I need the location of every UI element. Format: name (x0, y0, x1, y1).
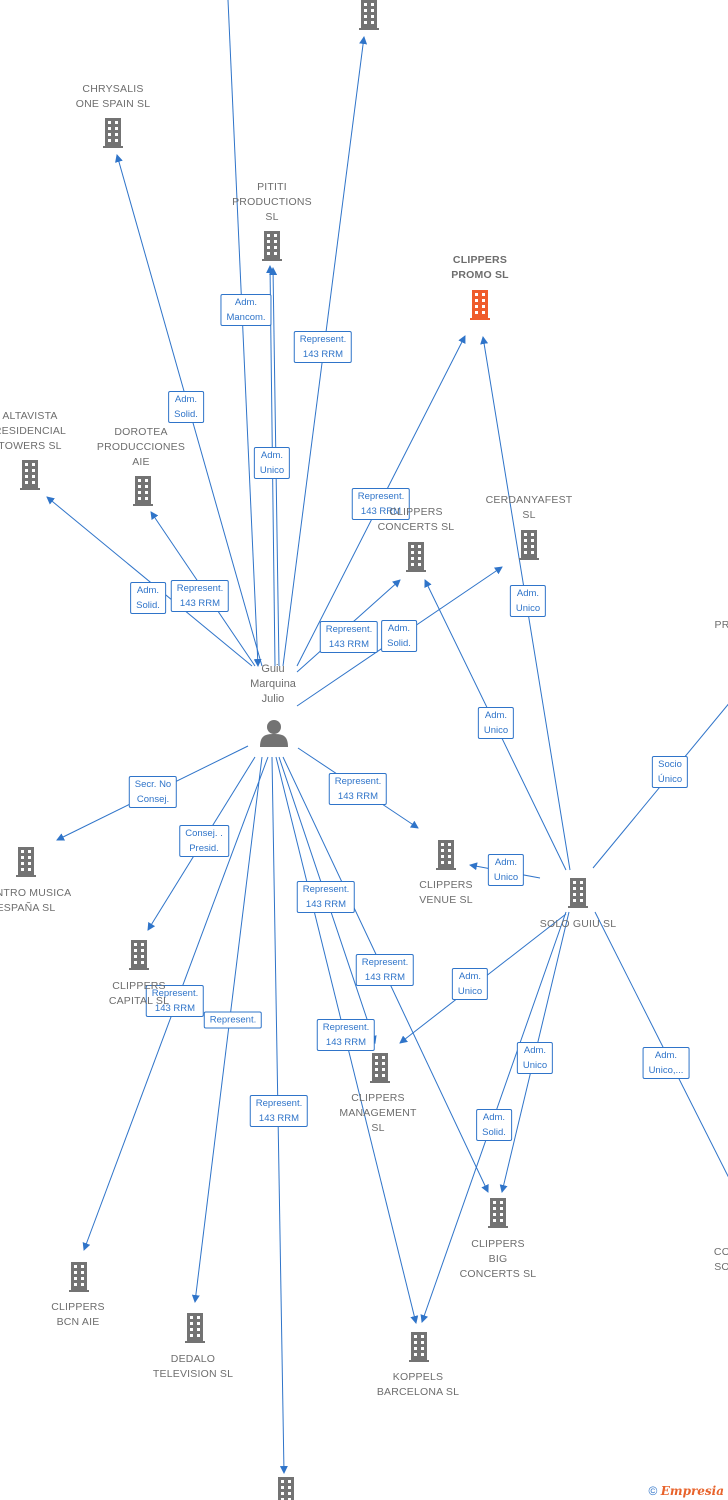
relation-label-e-unico-sg-mgmt[interactable]: Adm. Unico (451, 968, 489, 1000)
relation-label-e-socio[interactable]: Socio Único (651, 756, 689, 788)
person-icon[interactable] (260, 720, 288, 747)
edge-e-top (227, 0, 262, 667)
company-label-dedalo[interactable]: DEDALO TELEVISION SL (152, 1353, 234, 1380)
company-label-chrysalis[interactable]: CHRYSALIS ONE SPAIN SL (75, 83, 151, 110)
building-icon-clippers-bcn[interactable] (69, 1262, 89, 1292)
company-label-solo-guiu[interactable]: SOLO GUIU SL (539, 918, 617, 930)
relation-label-e-rep-big[interactable]: Represent. 143 RRM (355, 954, 415, 986)
company-label-clippers-bcn[interactable]: CLIPPERS BCN AIE (51, 1301, 105, 1328)
relation-label-e-unico-cerd-promo[interactable]: Adm. Unico (509, 585, 547, 617)
relation-label-e-solid-alta[interactable]: Adm. Solid. (130, 582, 166, 614)
building-icon-dedalo[interactable] (185, 1313, 205, 1343)
building-icon-koppels[interactable] (409, 1332, 429, 1362)
relation-label-e-rep-bcn[interactable]: Represent. 143 RRM (145, 985, 205, 1017)
relation-label-e-consej[interactable]: Consej. . Presid. (179, 825, 229, 857)
building-icon-top[interactable] (359, 0, 379, 30)
edge-e-solid-alta (46, 496, 253, 667)
company-label-right-co[interactable]: CO SO (713, 1246, 728, 1273)
relation-label-e-rep-bottom[interactable]: Represent. 143 RRM (249, 1095, 309, 1127)
relation-label-e-rep-venue[interactable]: Represent. 143 RRM (328, 773, 388, 805)
relation-label-e-solid-cerd[interactable]: Adm. Solid. (381, 620, 417, 652)
person-name[interactable]: Guiu Marquina Julio (250, 663, 296, 705)
relation-label-e-rep-concerts[interactable]: Represent. 143 RRM (319, 621, 379, 653)
relation-label-e-unico-sg-big[interactable]: Adm. Unico (516, 1042, 554, 1074)
edges-layer (46, 0, 728, 1474)
building-icon-clippers-venue[interactable] (436, 840, 456, 870)
building-icon-clippers-promo[interactable] (470, 290, 490, 320)
relation-label-e-unico-sg-venue[interactable]: Adm. Unico (487, 854, 525, 886)
company-label-altavista[interactable]: ALTAVISTA RESIDENCIAL TOWERS SL (0, 410, 67, 452)
relation-label-e-secr[interactable]: Secr. No Consej. (128, 776, 178, 808)
company-label-centro-musica[interactable]: CENTRO MUSICA ESPAÑA SL (0, 887, 72, 914)
relation-label-e-rep-dedalo[interactable]: Represent. (203, 1011, 263, 1029)
building-icon-dorotea[interactable] (133, 476, 153, 506)
building-icon-clippers-capital[interactable] (129, 940, 149, 970)
relation-label-e-rep-koppels1[interactable]: Represent. 143 RRM (296, 881, 356, 913)
relation-label-e-rep-top[interactable]: Represent. 143 RRM (293, 331, 353, 363)
company-label-clippers-big[interactable]: CLIPPERS BIG CONCERTS SL (459, 1238, 537, 1280)
company-label-koppels[interactable]: KOPPELS BARCELONA SL (376, 1371, 460, 1398)
relation-label-e-rep-mgmt[interactable]: Represent. 143 RRM (316, 1019, 376, 1051)
building-icon-bottom[interactable] (276, 1477, 296, 1500)
relation-label-e-mancom[interactable]: Adm. Mancom. (220, 294, 272, 326)
building-icon-altavista[interactable] (20, 460, 40, 490)
company-label-clippers-promo[interactable]: CLIPPERS PROMO SL (451, 254, 509, 281)
relation-label-e-solid-chrys[interactable]: Adm. Solid. (168, 391, 204, 423)
company-label-right-pr[interactable]: PR (714, 619, 728, 631)
relation-label-e-unico-sg-concerts[interactable]: Adm. Unico (477, 707, 515, 739)
company-label-cerdanyafest[interactable]: CERDANYAFEST SL (485, 494, 573, 521)
brand-name[interactable]: Empresia (660, 1484, 724, 1498)
company-label-clippers-mgmt[interactable]: CLIPPERS MANAGEMENT SL (339, 1092, 417, 1134)
company-label-dorotea[interactable]: DOROTEA PRODUCCIONES AIE (96, 426, 186, 468)
relation-label-e-solid-sg-koppels[interactable]: Adm. Solid. (476, 1109, 512, 1141)
company-label-clippers-concerts[interactable]: CLIPPERS CONCERTS SL (377, 506, 455, 533)
building-icon-clippers-mgmt[interactable] (370, 1053, 390, 1083)
relation-label-e-unico-pititi[interactable]: Adm. Unico (253, 447, 291, 479)
company-label-clippers-venue[interactable]: CLIPPERS VENUE SL (419, 879, 473, 906)
nodes-layer (16, 0, 588, 1500)
edge-e-rep-dedalo (191, 756, 263, 1303)
building-icon-chrysalis[interactable] (103, 118, 123, 148)
company-label-clippers-capital[interactable]: CLIPPERS CAPITAL SL (108, 980, 170, 1007)
building-icon-clippers-concerts[interactable] (406, 542, 426, 572)
relation-label-e-rep-promo[interactable]: Represent. 143 RRM (351, 488, 411, 520)
building-icon-clippers-big[interactable] (488, 1198, 508, 1228)
company-label-pititi[interactable]: PITITI PRODUCTIONS SL (232, 181, 312, 223)
building-icon-cerdanyafest[interactable] (519, 530, 539, 560)
building-icon-solo-guiu[interactable] (568, 878, 588, 908)
building-icon-centro-musica[interactable] (16, 847, 36, 877)
building-icon-pititi[interactable] (262, 231, 282, 261)
relation-label-e-unico-sg-co[interactable]: Adm. Unico,... (642, 1047, 690, 1079)
copyright-symbol: © (648, 1484, 658, 1498)
credit: © Empresia (649, 1484, 724, 1498)
relation-label-e-rep-dorotea[interactable]: Represent. 143 RRM (170, 580, 230, 612)
